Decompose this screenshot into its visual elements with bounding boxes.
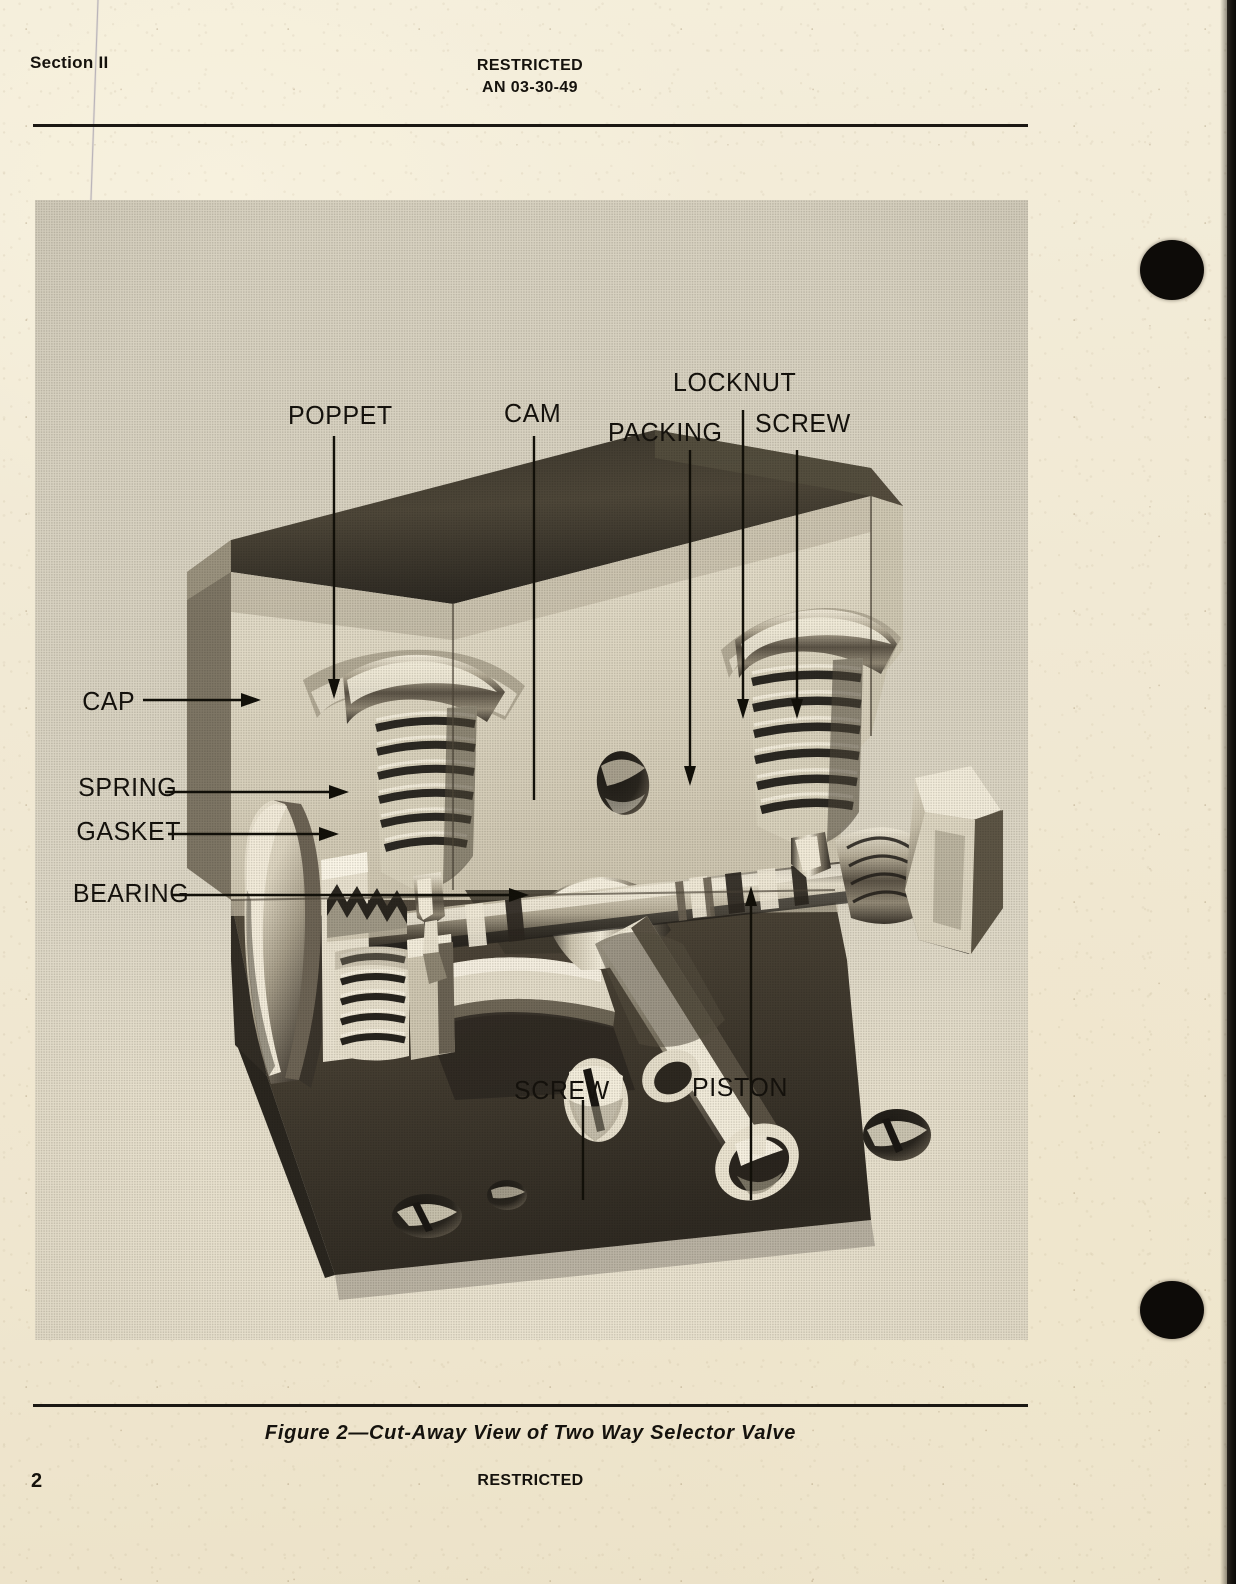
photo-halftone-texture <box>35 200 1028 1340</box>
callout-label-gasket: GASKET <box>76 816 182 846</box>
valve-cutaway-illustration <box>187 430 1003 1300</box>
figure-photograph <box>35 200 1028 1340</box>
callout-label-bearing: BEARING <box>72 878 190 908</box>
punch-hole-top <box>1140 240 1204 300</box>
punch-hole-bottom <box>1140 1281 1204 1339</box>
photo-vignette <box>35 200 1028 1340</box>
page-number: 2 <box>31 1470 43 1492</box>
header-rule <box>33 124 1028 127</box>
header-classification-block: RESTRICTED AN 03-30-49 <box>0 55 1060 99</box>
callout-label-screw-bottom: SCREW <box>514 1075 610 1105</box>
callout-label-packing: PACKING <box>608 417 723 447</box>
callout-label-piston: PISTON <box>692 1072 788 1102</box>
header-doc-number: AN 03-30-49 <box>481 79 578 96</box>
callout-label-locknut: LOCKNUT <box>673 367 797 397</box>
scan-edge <box>1227 0 1236 1584</box>
scan-edge-shadow <box>1220 0 1227 1584</box>
section-label: Section II <box>30 53 109 72</box>
callout-label-cam: CAM <box>504 398 562 428</box>
footer-rule <box>33 1404 1028 1407</box>
figure-caption: Figure 2—Cut-Away View of Two Way Select… <box>264 1422 797 1444</box>
callout-label-poppet: POPPET <box>288 400 393 430</box>
footer-classification: RESTRICTED <box>477 1472 584 1489</box>
header-classification: RESTRICTED <box>476 57 584 74</box>
callout-label-cap: CAP <box>82 686 136 716</box>
callout-label-screw-top: SCREW <box>755 408 851 438</box>
callout-leader-lines <box>143 410 803 1200</box>
callout-label-spring: SPRING <box>78 772 178 802</box>
